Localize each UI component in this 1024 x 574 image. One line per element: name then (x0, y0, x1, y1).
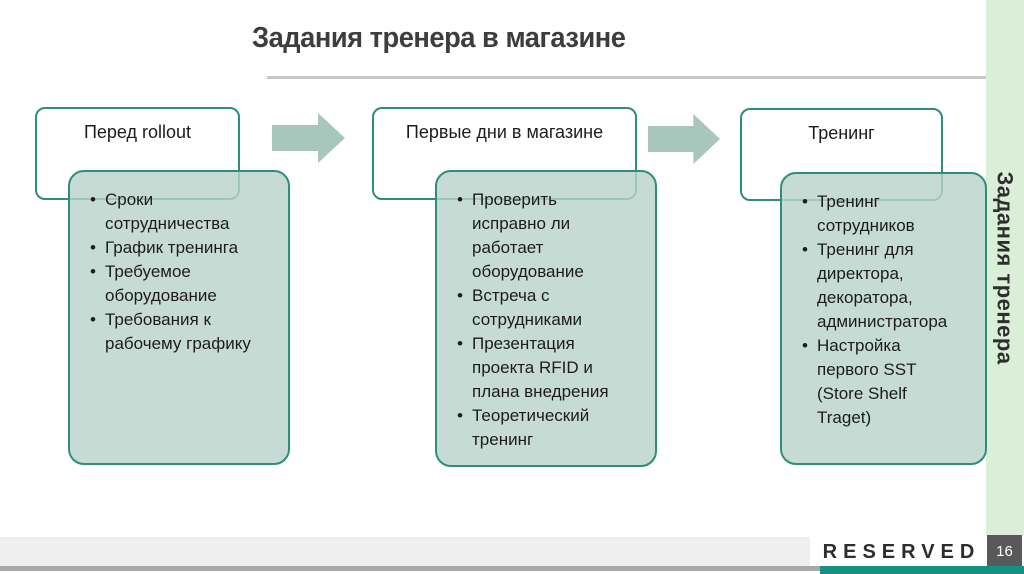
stage-header-label: Тренинг (808, 123, 875, 143)
task-item: Встреча с сотрудниками (457, 284, 622, 332)
task-item: Презентация проекта RFID и плана внедрен… (457, 332, 622, 404)
task-item: Требования к рабочему графику (90, 308, 260, 356)
footer-divider-teal (820, 566, 1024, 574)
stage-header-label: Первые дни в магазине (405, 122, 604, 142)
task-item: Требуемое оборудование (90, 260, 260, 308)
task-item: Сроки сотрудничества (90, 188, 260, 236)
arrow-right-icon (648, 114, 720, 164)
task-item: Тренинг сотрудников (802, 190, 957, 238)
footer-bar (0, 537, 810, 566)
page-number: 16 (996, 542, 1013, 560)
arrow-right-icon (272, 113, 345, 163)
task-item: Теоретический тренинг (457, 404, 622, 452)
task-item: Настройка первого SST (Store Shelf Trage… (802, 334, 957, 430)
stage-tasks-first-days: Проверить исправно ли работает оборудова… (435, 170, 657, 467)
task-list: Сроки сотрудничества График тренинга Тре… (90, 188, 260, 356)
section-sidebar-strip: Задания тренера (986, 0, 1024, 535)
task-list: Тренинг сотрудников Тренинг для директор… (802, 190, 957, 430)
title-divider (267, 76, 986, 79)
stage-header-label: Перед rollout (83, 122, 192, 142)
stage-tasks-before-rollout: Сроки сотрудничества График тренинга Тре… (68, 170, 290, 465)
task-item: Проверить исправно ли работает оборудова… (457, 188, 622, 284)
task-item: График тренинга (90, 236, 260, 260)
page-number-badge: 16 (987, 535, 1022, 567)
footer-divider-gray (0, 566, 820, 571)
brand-logo: RESERVED (822, 541, 981, 563)
page-title: Задания тренера в магазине (252, 22, 626, 54)
task-item: Тренинг для директора, декоратора, админ… (802, 238, 957, 334)
stage-tasks-training: Тренинг сотрудников Тренинг для директор… (780, 172, 987, 465)
task-list: Проверить исправно ли работает оборудова… (457, 188, 622, 452)
section-sidebar-label: Задания тренера (993, 170, 1018, 365)
